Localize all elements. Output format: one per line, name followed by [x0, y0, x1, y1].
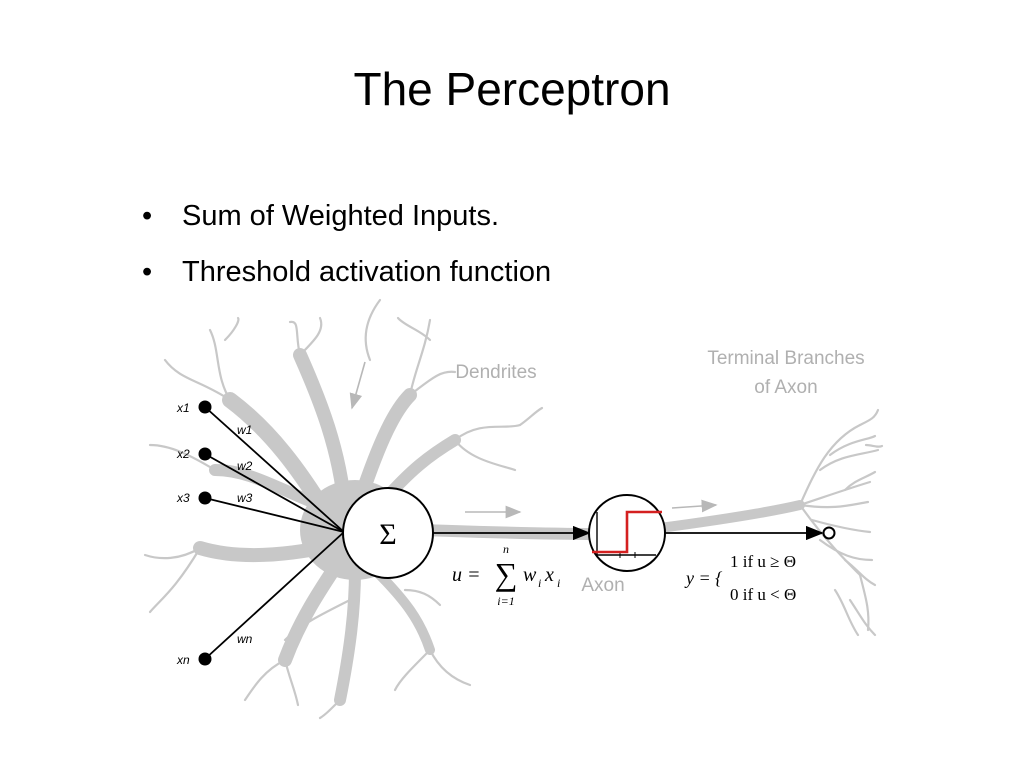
axon-label: Axon [581, 575, 624, 596]
sigma-symbol: Σ [379, 518, 396, 551]
output-node [822, 526, 836, 540]
sum-formula: u = ∑ n i=1 w i x i [452, 542, 560, 608]
activation-node [588, 494, 666, 572]
input-node-x2 [198, 447, 212, 461]
sum-formula-w-sub: i [538, 576, 541, 590]
dendrites-label: Dendrites [455, 362, 536, 383]
input-label-x1: x1 [176, 401, 190, 415]
input-label-xn: xn [176, 653, 190, 667]
input-label-x3: x3 [176, 491, 190, 505]
activation-formula: y = { 1 if u ≥ Θ 0 if u < Θ [684, 552, 796, 604]
sum-formula-upper: n [503, 542, 509, 556]
flow-arrows [349, 361, 718, 519]
input-label-x2: x2 [176, 447, 190, 461]
weight-label-w3: w3 [237, 491, 253, 505]
sum-formula-x: x [544, 564, 554, 586]
sum-formula-x-sub: i [557, 576, 560, 590]
input-node-xn [198, 652, 212, 666]
step-function-curve [592, 510, 662, 554]
activation-formula-case2: 0 if u < Θ [730, 585, 796, 604]
input-nodes [198, 400, 212, 666]
weight-label-wn: wn [237, 632, 253, 646]
bullet-list: Sum of Weighted Inputs. Threshold activa… [142, 188, 551, 300]
neuron-cell-body [193, 348, 805, 706]
weight-label-w1: w1 [237, 423, 252, 437]
activation-formula-case1: 1 if u ≥ Θ [730, 552, 796, 571]
weight-label-w2: w2 [237, 459, 253, 473]
dendrite-branches [143, 298, 544, 720]
input-node-x3 [198, 491, 212, 505]
bullet-item: Sum of Weighted Inputs. [142, 188, 551, 244]
input-lines [204, 406, 345, 660]
slide-title: The Perceptron [353, 63, 671, 115]
terminal-branches-label-line2: of Axon [754, 377, 817, 398]
terminal-branches-label-line1: Terminal Branches [707, 348, 864, 369]
sum-formula-sigma: ∑ [495, 556, 518, 592]
bullet-item: Threshold activation function [142, 244, 551, 300]
terminal-branches [798, 408, 884, 637]
sum-formula-w: w [523, 564, 537, 586]
sum-formula-lower: i=1 [497, 594, 514, 608]
input-node-x1 [198, 400, 212, 414]
activation-formula-lhs: y = { [684, 568, 723, 588]
sum-formula-lhs: u = [452, 564, 481, 586]
